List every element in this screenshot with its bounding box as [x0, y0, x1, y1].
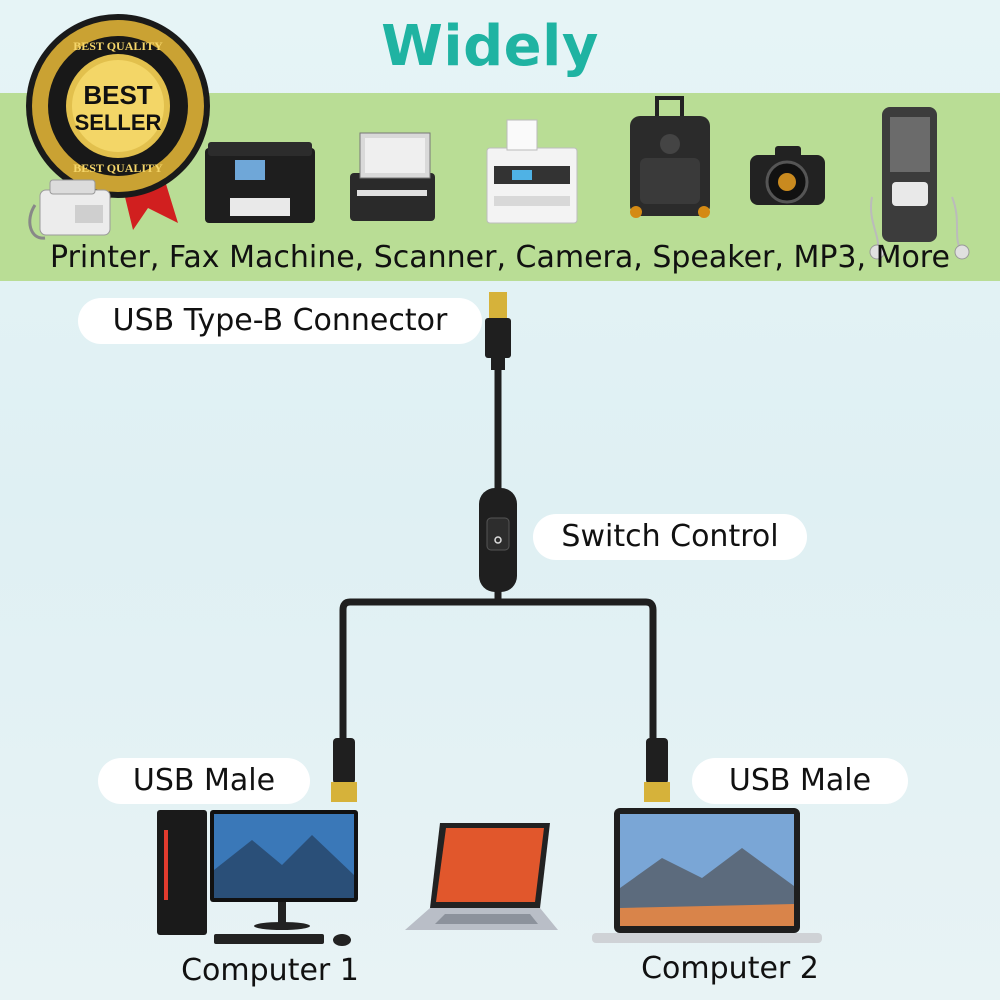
usb-male-left: [331, 738, 357, 802]
usb-type-b-label: USB Type-B Connector: [78, 298, 482, 344]
camera-icon: [750, 146, 825, 205]
usb-male-left-label: USB Male: [98, 758, 310, 804]
usb-male-right: [644, 738, 670, 802]
badge-ring-text-top: BEST QUALITY: [73, 39, 163, 53]
printer-icon: [205, 142, 315, 223]
computer-2-label: Computer 2: [641, 951, 819, 986]
speaker-icon: [630, 96, 710, 218]
cable-left-branch: [339, 590, 502, 745]
switch-control: [479, 488, 517, 592]
mp3-player-icon: [869, 107, 970, 260]
laptop-icon: [405, 823, 558, 930]
scanner-icon: [350, 132, 435, 221]
printer-icon: [486, 119, 578, 224]
laptop-icon: [592, 808, 822, 943]
devices-caption: Printer, Fax Machine, Scanner, Camera, S…: [50, 240, 950, 275]
badge-text-seller: SELLER: [75, 110, 162, 135]
usb-male-right-label: USB Male: [692, 758, 908, 804]
usb-type-b-connector: [485, 292, 511, 370]
badge-text-best: BEST: [83, 80, 152, 110]
cable-right-branch: [494, 590, 657, 745]
best-seller-badge: BEST SELLER BEST QUALITY BEST QUALITY: [26, 14, 210, 230]
switch-control-label: Switch Control: [533, 514, 807, 560]
badge-ring-text-bottom: BEST QUALITY: [73, 161, 163, 175]
fax-machine-icon: [28, 179, 111, 240]
desktop-computer-icon: [157, 810, 358, 946]
computer-1-label: Computer 1: [181, 953, 359, 988]
seal-center-light: [72, 60, 164, 152]
